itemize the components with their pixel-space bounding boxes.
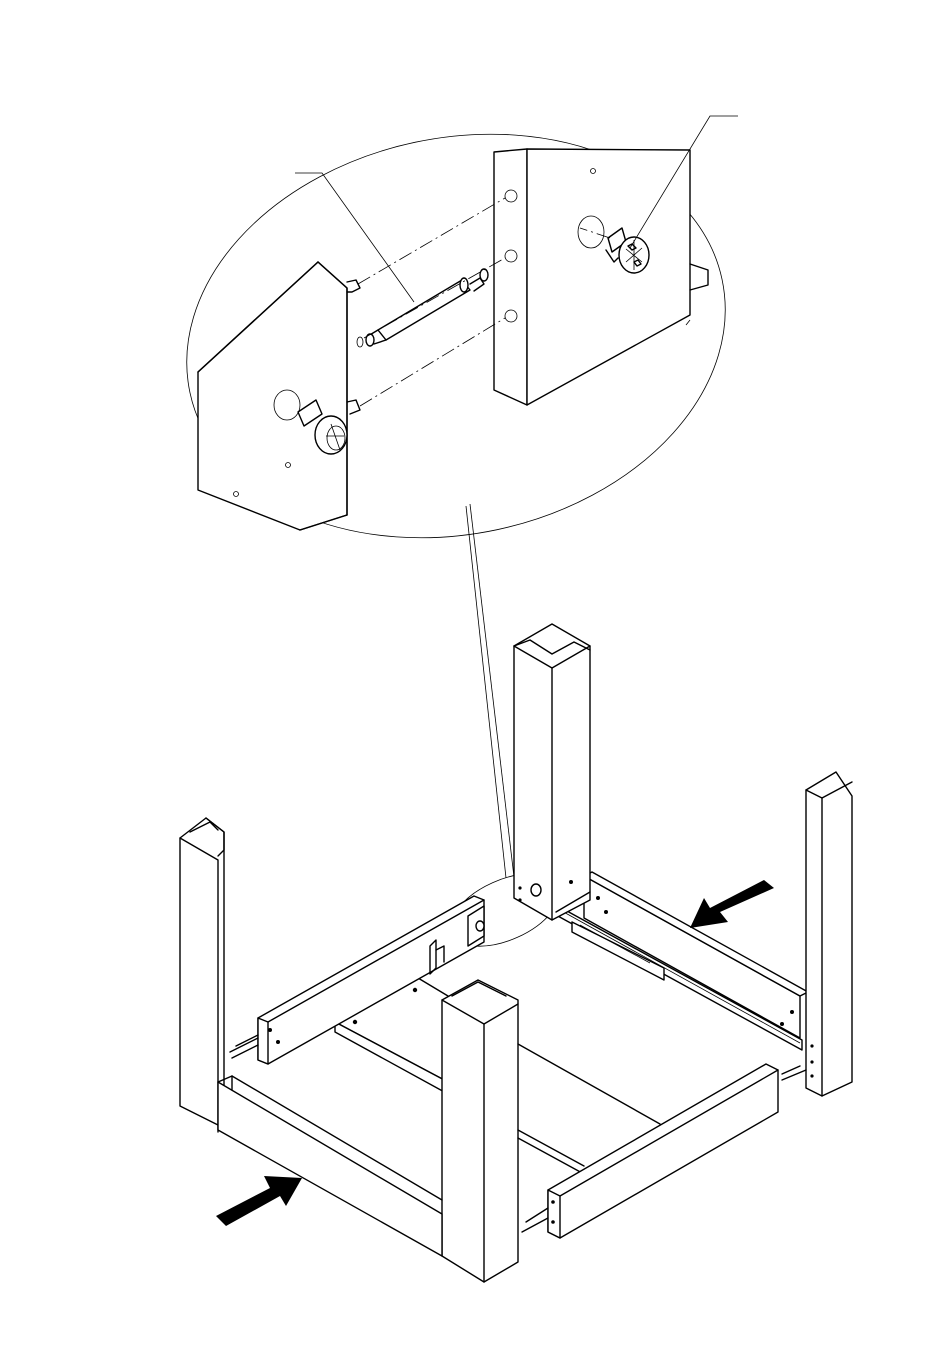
rear-left-post (514, 624, 590, 920)
floor-edge (518, 1044, 660, 1124)
zoom-leader-line (466, 506, 506, 878)
front-apron (218, 1076, 442, 1256)
push-arrow-right-rear (690, 880, 774, 928)
detail-zoom (149, 86, 763, 878)
front-near-post (442, 980, 518, 1282)
push-arrow-left-front (216, 1176, 302, 1226)
right-apron (522, 1064, 806, 1238)
zoom-right-panel (494, 149, 708, 405)
zoom-left-panel (198, 262, 360, 530)
rear-right-post (806, 772, 852, 1096)
dowel (357, 269, 488, 347)
